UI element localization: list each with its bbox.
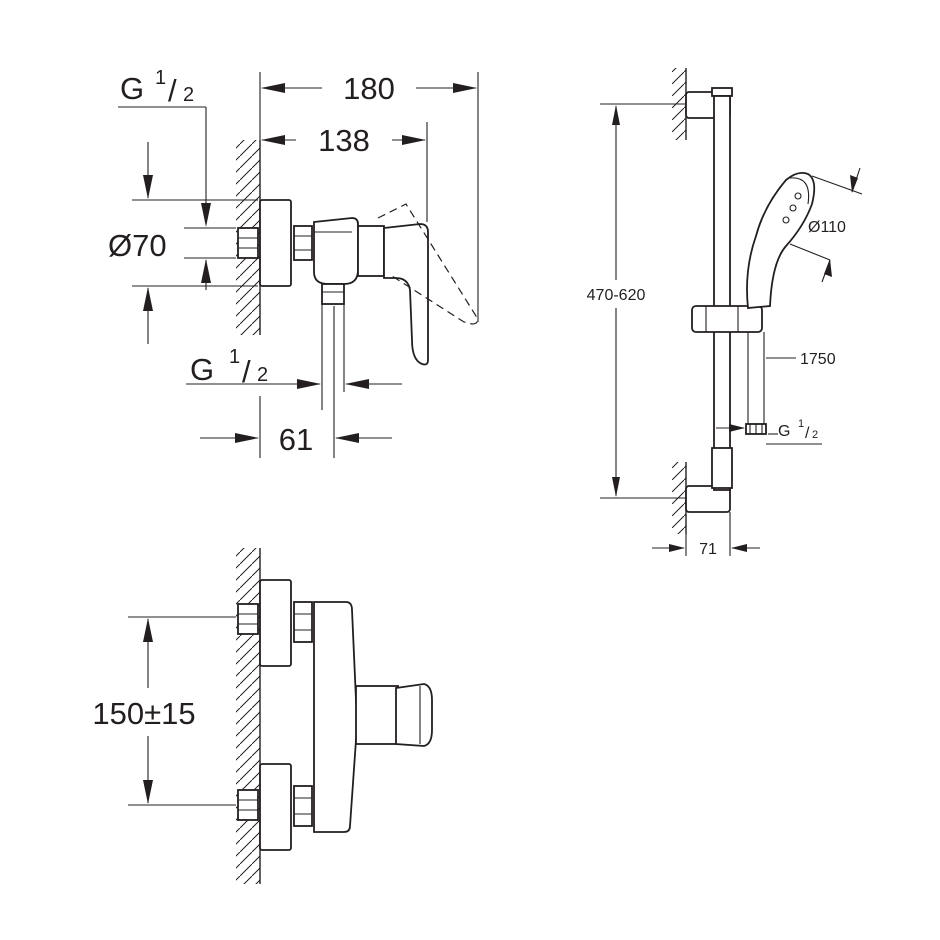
wall-flange [259, 199, 292, 287]
thread-label-top: G 1 / 2 [120, 67, 194, 108]
upper-inlet [237, 603, 259, 635]
lever-raised-outline [377, 203, 478, 325]
rail-lower-sleeve [711, 447, 733, 489]
lever-base [355, 685, 399, 745]
mixer-side-view: 180 138 G 1 / 2 Ø70 G [108, 67, 479, 458]
dimension-diameter-70: Ø70 [108, 228, 167, 263]
cartridge-neck [357, 225, 385, 277]
shower-rail-view: 470-620 Ø110 1750 G 1 / 2 71 [587, 68, 863, 558]
mixer-front-body [313, 601, 358, 833]
dimension-61: 61 [279, 422, 313, 457]
rail-bar [713, 95, 731, 491]
lower-inlet [237, 789, 259, 821]
upper-flange [259, 579, 292, 667]
dimension-71: 71 [699, 541, 717, 558]
dimension-1750: 1750 [800, 351, 836, 368]
lower-flange [259, 763, 292, 851]
upper-nut [293, 601, 313, 643]
mixer-top-view: 150±15 [92, 548, 433, 884]
thread-label-hose: G 1 / 2 [778, 414, 818, 442]
slider-holder [691, 305, 763, 333]
inlet-thread [237, 227, 259, 259]
dimension-138: 138 [318, 123, 370, 158]
thread-label-bottom: G 1 / 2 [190, 346, 268, 389]
dimension-180: 180 [343, 71, 395, 106]
dimension-diameter-110: Ø110 [808, 219, 846, 236]
mixer-body [313, 217, 359, 285]
dimension-150-15: 150±15 [92, 696, 195, 731]
lever-handle [383, 223, 429, 366]
top-cap [711, 87, 733, 97]
dimension-470-620: 470-620 [587, 287, 646, 304]
bottom-bracket [685, 485, 731, 513]
connector-nut [293, 225, 313, 261]
lever-end [395, 683, 433, 747]
lower-nut [293, 785, 313, 827]
bottom-outlet [321, 283, 345, 305]
hand-shower [746, 171, 816, 309]
